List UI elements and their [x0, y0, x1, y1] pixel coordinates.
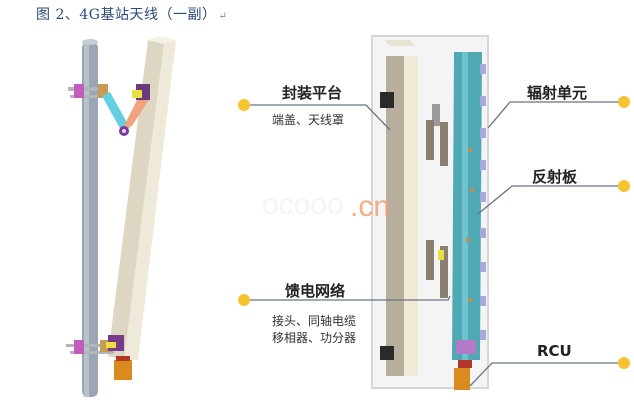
marker-dots: [238, 96, 630, 369]
radome-side: [108, 40, 164, 360]
label-radiating-unit: 辐射单元: [527, 84, 588, 102]
label-packaging-sub: 端盖、天线罩: [272, 113, 345, 127]
rcu-left: [114, 360, 132, 380]
radome-front: [124, 40, 176, 360]
leader-lines: [244, 101, 626, 387]
label-feed-network-sub2: 移相器、功分器: [272, 331, 357, 345]
radome-front-exploded: [404, 56, 418, 376]
rcu-right: [454, 368, 470, 390]
label-feed-network-sub1: 接头、同轴电缆: [272, 314, 357, 328]
label-feed-network-title: 馈电网络: [285, 282, 346, 300]
return-mark: ↵: [218, 11, 228, 22]
watermark: .cn: [350, 190, 391, 223]
exploded-antenna-figure: [371, 35, 489, 390]
figure-caption: 图 2、4G基站天线（一副）↵: [36, 4, 227, 24]
watermark-faint: ocooo: [262, 188, 344, 221]
assembled-antenna-figure: [66, 36, 176, 397]
radome-side-exploded: [386, 56, 404, 376]
end-cap: [384, 40, 416, 46]
label-reflector: 反射板: [532, 168, 578, 186]
label-rcu: RCU: [537, 342, 572, 360]
tilt-arm: [102, 92, 130, 132]
caption-text: 图 2、4G基站天线（一副）: [36, 7, 217, 23]
label-packaging-title: 封装平台: [282, 84, 343, 102]
